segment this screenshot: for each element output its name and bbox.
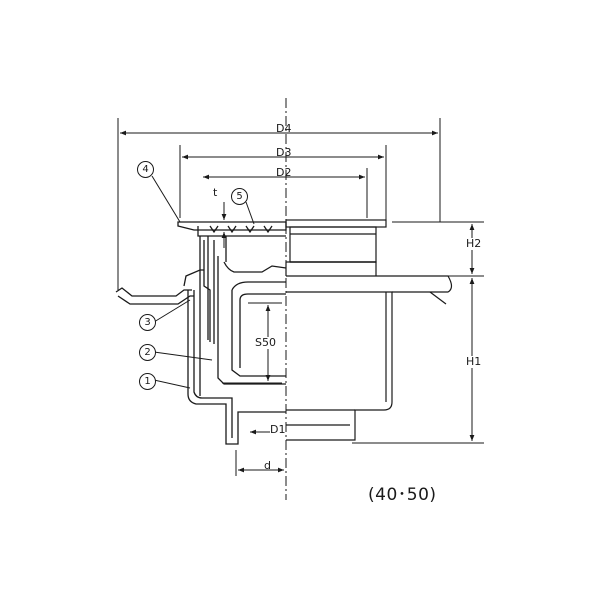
label-s50: S50	[255, 336, 276, 349]
label-d1: D1	[270, 423, 286, 436]
label-d2: D2	[276, 166, 292, 179]
callout-2: 2	[139, 344, 156, 361]
size-caption: (40･50)	[368, 485, 437, 505]
right-exterior-view	[285, 219, 453, 441]
callout-4: 4	[137, 161, 154, 178]
label-d: d	[264, 459, 271, 472]
label-d4: D4	[276, 122, 292, 135]
left-section-view	[115, 221, 287, 445]
callout-5: 5	[231, 188, 248, 205]
callout-1: 1	[139, 373, 156, 390]
leader-5	[245, 201, 255, 225]
leader-3	[153, 299, 191, 323]
label-d3: D3	[276, 146, 292, 159]
leader-4	[151, 175, 181, 223]
callout-3: 3	[139, 314, 156, 331]
leader-2	[153, 351, 213, 361]
label-h2: H2	[466, 237, 482, 250]
label-t: t	[213, 186, 218, 199]
label-h1: H1	[466, 355, 482, 368]
leader-1	[153, 379, 191, 389]
